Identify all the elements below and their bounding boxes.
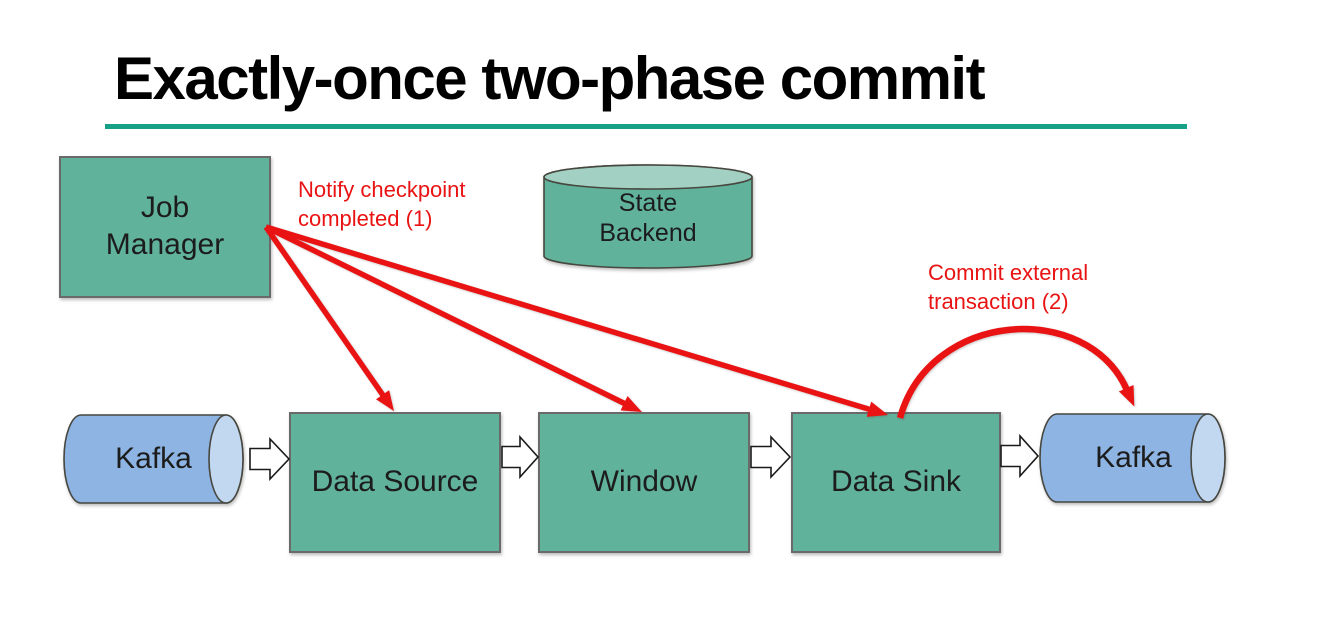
flow-arrow-window-to-sink xyxy=(750,434,792,480)
flow-arrow-source-to-window xyxy=(501,434,540,480)
data-sink-box xyxy=(791,412,1001,553)
window-box xyxy=(538,412,750,553)
kafka-input-cylinder xyxy=(63,414,244,504)
data-source-box xyxy=(289,412,501,553)
notify-checkpoint-annotation: Notify checkpoint completed (1) xyxy=(298,177,466,231)
kafka-output-cylinder xyxy=(1039,413,1226,503)
cylinder-top-ellipse xyxy=(543,164,753,190)
notify-arrow-to-data-sink xyxy=(265,224,889,417)
notify-arrow-to-data-source xyxy=(263,225,394,412)
flow-arrow-kafka-to-source xyxy=(249,436,291,482)
cylinder-end-ellipse xyxy=(208,414,244,504)
page-title: Exactly-once two-phase commit xyxy=(114,45,986,112)
state-backend-cylinder xyxy=(543,164,753,269)
job-manager-box xyxy=(59,156,271,298)
notify-arrow-to-window xyxy=(264,224,642,413)
cylinder-end-ellipse xyxy=(1190,413,1226,503)
commit-transaction-annotation: Commit external transaction (2) xyxy=(928,260,1089,314)
title-underline xyxy=(105,124,1187,129)
flow-arrow-sink-to-kafka xyxy=(1000,433,1040,479)
commit-arrow-sink-to-kafka xyxy=(896,325,1135,419)
